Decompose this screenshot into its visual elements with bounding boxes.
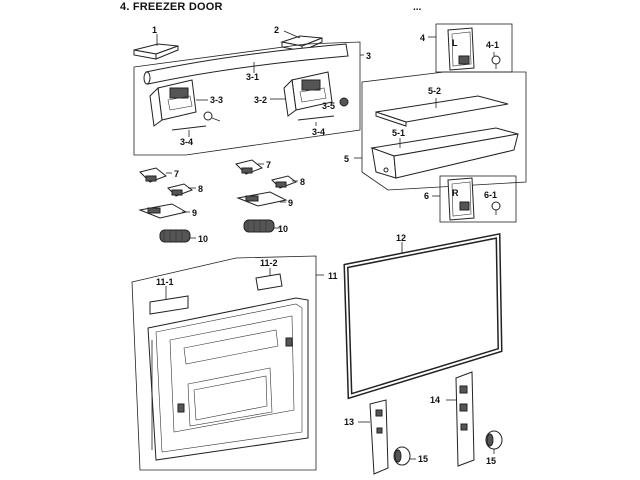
part-7-clips bbox=[139, 159, 264, 183]
callout-4-1: 4-1 bbox=[486, 40, 499, 50]
part-5-2-bin-cover bbox=[375, 95, 509, 127]
part-3-4-rods bbox=[171, 115, 335, 137]
callout-12: 12 bbox=[396, 233, 406, 243]
callout-3-2: 3-2 bbox=[254, 95, 267, 105]
cover-letter-right: R bbox=[452, 188, 459, 198]
part-11-door-box bbox=[131, 255, 324, 471]
callout-15-right: 15 bbox=[486, 456, 496, 466]
callout-3-5: 3-5 bbox=[322, 101, 335, 111]
callout-5: 5 bbox=[344, 154, 349, 164]
part-3-handle-assembly-box bbox=[133, 41, 364, 156]
callout-6: 6 bbox=[424, 191, 429, 201]
part-11-2-hinge-bracket bbox=[255, 268, 283, 291]
part-6-cover-box bbox=[432, 175, 517, 223]
part-10-springs bbox=[159, 219, 280, 243]
callout-3-1: 3-1 bbox=[246, 72, 259, 82]
diagram-title: 4. FREEZER DOOR bbox=[120, 1, 223, 13]
part-4-cover-box bbox=[428, 23, 513, 73]
callout-7-right: 7 bbox=[266, 160, 271, 170]
part-5-1-bin bbox=[370, 127, 519, 179]
part-1-cap bbox=[133, 34, 179, 60]
callout-7-left: 7 bbox=[174, 169, 179, 179]
callout-3-4-right: 3-4 bbox=[312, 127, 325, 137]
callout-5-2: 5-2 bbox=[428, 86, 441, 96]
callout-9-right: 9 bbox=[288, 198, 293, 208]
callout-15-left: 15 bbox=[418, 454, 428, 464]
part-14-bracket bbox=[446, 371, 475, 467]
callout-13: 13 bbox=[344, 417, 354, 427]
callout-3-4-left: 3-4 bbox=[180, 137, 193, 147]
part-5-door-bin-box bbox=[354, 71, 527, 191]
part-8-clips bbox=[167, 175, 298, 197]
part-3-3-handle-holder bbox=[149, 79, 221, 127]
callout-10-right: 10 bbox=[278, 224, 288, 234]
callout-11-2: 11-2 bbox=[260, 258, 278, 268]
part-15-caps bbox=[393, 430, 503, 466]
callout-11: 11 bbox=[328, 271, 338, 281]
callout-6-1: 6-1 bbox=[484, 190, 497, 200]
part-12-door-gasket bbox=[343, 232, 503, 400]
callout-8-left: 8 bbox=[198, 184, 203, 194]
callout-1: 1 bbox=[152, 25, 157, 35]
part-13-bracket bbox=[358, 399, 389, 475]
part-11-door-panel bbox=[147, 297, 309, 461]
callout-8-right: 8 bbox=[300, 177, 305, 187]
part-3-2-handle-holder bbox=[270, 71, 349, 117]
cover-letter-left: L bbox=[452, 38, 458, 48]
part-11-1-hinge-bracket bbox=[149, 286, 189, 315]
callout-5-1: 5-1 bbox=[392, 128, 405, 138]
callout-4: 4 bbox=[420, 33, 425, 43]
part-9-brackets bbox=[138, 191, 288, 219]
callout-10-left: 10 bbox=[198, 234, 208, 244]
callout-9-left: 9 bbox=[192, 208, 197, 218]
more-indicator: ... bbox=[413, 2, 422, 13]
callout-14: 14 bbox=[430, 395, 440, 405]
callout-11-1: 11-1 bbox=[156, 277, 174, 287]
callout-3-3: 3-3 bbox=[210, 95, 223, 105]
callout-3: 3 bbox=[366, 51, 371, 61]
callout-2: 2 bbox=[274, 25, 279, 35]
part-3-1-handle-bar bbox=[143, 43, 349, 85]
